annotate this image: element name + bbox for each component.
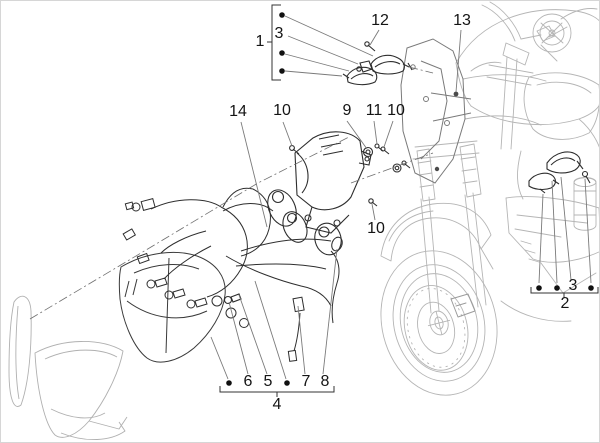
indicator-right	[370, 54, 405, 75]
connector	[122, 228, 137, 241]
indicator-bulb-3	[359, 60, 373, 73]
side-shroud	[462, 72, 599, 200]
wiring-harness	[122, 187, 343, 362]
sensor-connector	[140, 197, 156, 211]
leader-lines	[210, 15, 592, 380]
bulb-6	[223, 295, 233, 305]
callout-8: 8	[320, 373, 330, 390]
indicator-left	[346, 66, 378, 86]
windshield-panel	[8, 295, 32, 407]
turn-indicators-left	[342, 41, 413, 86]
fuel-tank	[455, 8, 599, 148]
grommet-9	[362, 146, 374, 158]
oval-cover-lower	[282, 211, 308, 243]
screw-10-bottom	[368, 198, 374, 204]
callout-10-c: 10	[367, 220, 385, 237]
callout-3-right: 3	[568, 277, 578, 294]
front-wheel	[380, 250, 498, 396]
callout-12: 12	[371, 12, 389, 29]
callout-3-top: 3	[274, 25, 284, 42]
cable-boot-8	[331, 236, 343, 252]
indicator-small	[528, 172, 556, 191]
callout-6: 6	[243, 373, 253, 390]
nose-spoiler	[34, 341, 128, 441]
front-fork	[412, 140, 487, 314]
bulb-socket	[239, 318, 249, 328]
bulb	[146, 279, 156, 289]
exhaust-canister	[573, 177, 597, 231]
main-axis-line	[29, 136, 350, 320]
handlebar	[481, 1, 568, 150]
connector-7	[292, 296, 305, 313]
screw-12	[364, 41, 370, 47]
indicator-large	[546, 151, 581, 174]
bracket-group-4	[219, 386, 335, 393]
front-fairing-pieces	[8, 295, 128, 441]
headlight-unit	[294, 131, 372, 234]
indicator-screw	[581, 170, 589, 178]
callout-10-b: 10	[387, 102, 405, 119]
small-screw	[539, 188, 546, 194]
stay-bolt	[453, 91, 459, 97]
bulb-socket	[211, 295, 223, 307]
grommet	[392, 163, 402, 173]
fairing-stay	[400, 38, 472, 184]
turn-indicators-right	[528, 151, 591, 194]
callout-9: 9	[342, 102, 352, 119]
bulb	[164, 290, 174, 300]
group-brackets	[219, 4, 599, 397]
bulb-holder-5	[230, 293, 242, 303]
axis-lines	[29, 66, 434, 320]
front-fender	[380, 202, 494, 270]
callout-dots	[226, 12, 594, 386]
brake-disc	[403, 285, 469, 371]
screw-10-right	[380, 146, 386, 152]
callout-2-right: 2	[560, 295, 570, 312]
callout-10-a: 10	[273, 102, 291, 119]
grommet-axis-line	[350, 152, 434, 184]
round-cover	[314, 222, 342, 256]
connector	[136, 252, 150, 265]
callout-11: 11	[365, 102, 383, 119]
callout-14: 14	[229, 103, 247, 120]
callout-1: 1	[255, 33, 265, 50]
brake-caliper	[450, 293, 476, 318]
callout-4: 4	[272, 396, 282, 413]
bulb	[186, 299, 196, 309]
callout-7: 7	[301, 373, 311, 390]
motorcycle-body	[380, 1, 599, 396]
tank-cap	[532, 13, 572, 53]
small-screw	[342, 73, 350, 79]
headlight-mask	[118, 251, 226, 363]
callout-5: 5	[263, 373, 273, 390]
callout-13: 13	[453, 12, 471, 29]
indicator-axis-line	[408, 66, 434, 74]
